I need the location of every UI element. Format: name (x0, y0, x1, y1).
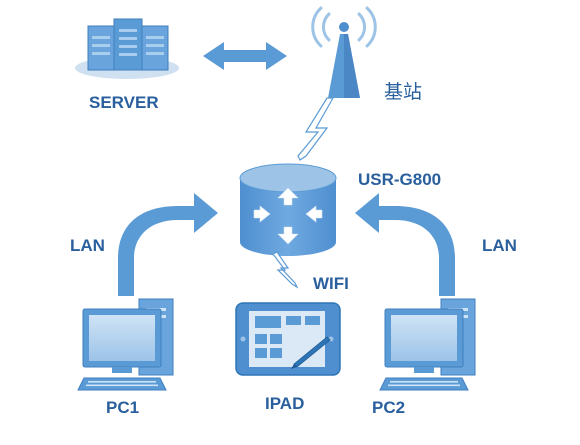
lan-left-label: LAN (70, 236, 105, 255)
ipad-label: IPAD (265, 394, 305, 413)
pc2-label: PC2 (372, 398, 406, 417)
left-lan-arrow-icon (118, 193, 218, 296)
cell-tower-icon (311, 6, 377, 98)
lan-right-label: LAN (482, 236, 517, 255)
wifi-label: WIFI (313, 274, 349, 293)
router-cylinder-icon (239, 163, 337, 256)
pc1-label: PC1 (106, 398, 140, 417)
desktop-pc-icon (379, 298, 476, 391)
server-rack-icon (75, 18, 179, 79)
wifi-link-icon (272, 251, 299, 289)
tablet-icon (235, 302, 341, 376)
base-station-label: 基站 (384, 81, 423, 103)
router-label: USR-G800 (358, 170, 442, 189)
double-arrow-icon (203, 42, 287, 70)
wireless-link-icon (297, 97, 335, 161)
server-label: SERVER (89, 93, 159, 112)
right-lan-arrow-icon (355, 193, 455, 296)
desktop-pc-icon (77, 298, 174, 391)
